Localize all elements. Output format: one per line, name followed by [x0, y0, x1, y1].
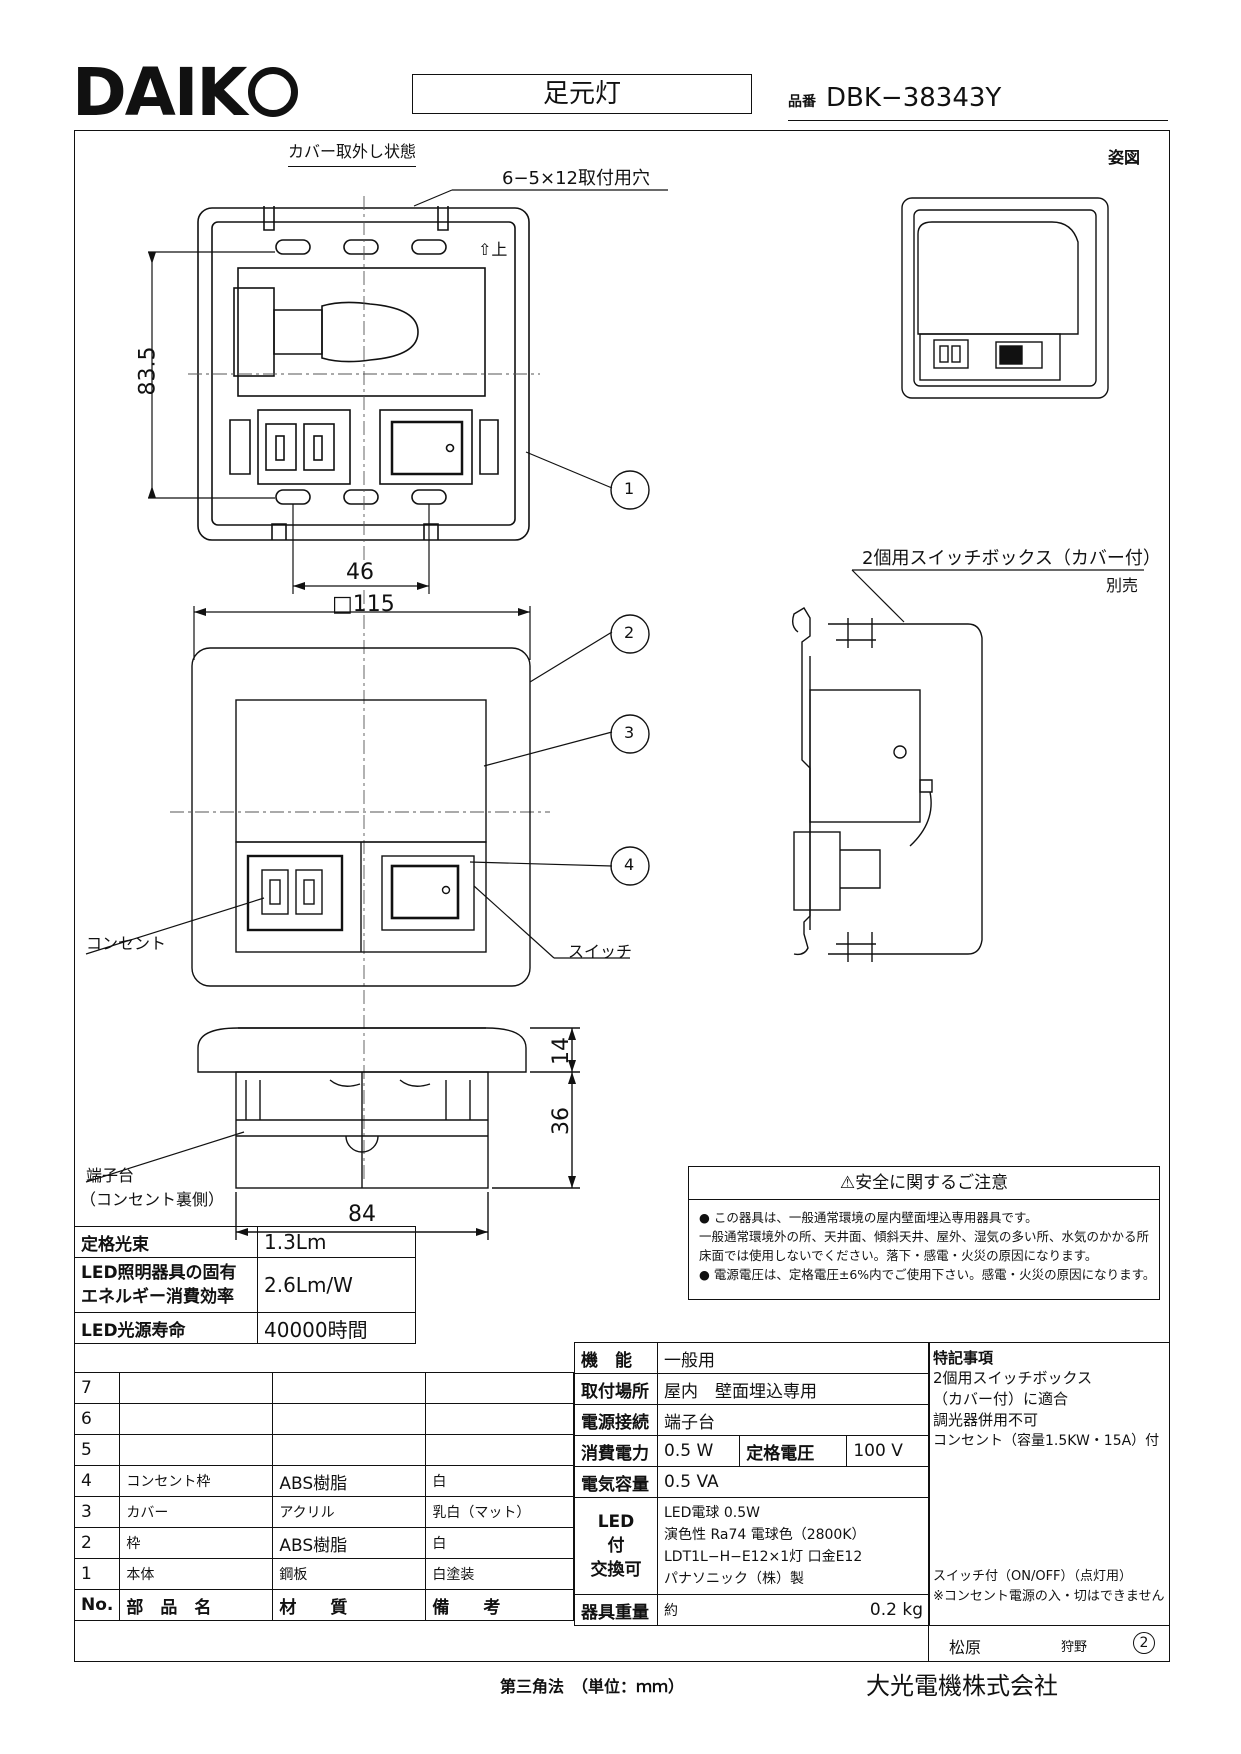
drawing-frame [74, 130, 1170, 1662]
view-label: 姿図 [1108, 148, 1141, 167]
dim-83-5: 83.5 [135, 346, 161, 396]
dim-115: □115 [332, 592, 395, 617]
notice-line: ● この器具は、一般通常環境の屋内壁面埋込専用器具です。 [699, 1210, 1038, 1225]
terminal-label: 端子台 [86, 1166, 135, 1185]
remarks-box: 特記事項 2個用スイッチボックス （カバー付）に適合 調光器併用不可 コンセント… [928, 1342, 1170, 1626]
switch-label: スイッチ [568, 942, 633, 961]
up-mark: ⇧上 [478, 240, 508, 259]
notice-line: 床面では使用しないでください。落下・感電・火災の原因になります。 [699, 1248, 1098, 1263]
dim-14: 14 [549, 1037, 574, 1065]
spec-label: LED光源寿命 [74, 1312, 258, 1344]
table-row: 5 [73, 1434, 574, 1466]
callout-1: 1 [624, 479, 635, 498]
spec-label: 定格光束 [74, 1226, 258, 1258]
spec-value: 40000時間 [257, 1312, 416, 1344]
led-lamp-info: LED電球 0.5W 演色性 Ra74 電球色（2800K） LDT1L−H−E… [657, 1497, 930, 1595]
projection-method: 第三角法 （単位：ｍｍ） [500, 1677, 685, 1696]
dim-36: 36 [549, 1107, 574, 1135]
callout-4: 4 [624, 855, 635, 874]
table-row: 6 [73, 1403, 574, 1435]
logo-sun-icon [247, 67, 298, 117]
product-title: 足元灯 [412, 74, 752, 114]
company-name: 大光電機株式会社 [866, 1672, 1058, 1700]
signature-row: 松原 狩野 2 [928, 1626, 1170, 1662]
sold-separately-label: 別売 [1106, 576, 1139, 595]
notice-line: ● 電源電圧は、定格電圧±6%内でご使用下さい。感電・火災の原因になります。 [699, 1267, 1156, 1282]
dim-46: 46 [346, 560, 374, 585]
notice-line: 一般通常環境外の所、天井面、傾斜天井、屋外、湿気の多い所、水気のかかる所 [699, 1229, 1150, 1244]
callout-3: 3 [624, 723, 635, 742]
safety-notice: ⚠安全に関するご注意 ● この器具は、一般通常環境の屋内壁面埋込専用器具です。 … [688, 1166, 1160, 1300]
table-header: No.部 品 名材 質備 考 [73, 1589, 574, 1621]
spec-label: LED照明器具の固有 エネルギー消費効率 [74, 1257, 258, 1313]
callout-2: 2 [624, 623, 635, 642]
switchbox-label: 2個用スイッチボックス（カバー付） [862, 548, 1161, 569]
outlet-label: コンセント [86, 934, 167, 953]
dim-84: 84 [348, 1202, 376, 1227]
revision-number: 2 [1133, 1632, 1155, 1654]
table-row: 7 [73, 1372, 574, 1404]
spec-value: 2.6Lm/W [257, 1257, 416, 1313]
company-logo: DAIK [72, 60, 298, 126]
mount-holes-label: 6−5×12取付用穴 [502, 168, 650, 189]
spec-value: 1.3Lm [257, 1226, 416, 1258]
terminal-note-label: （コンセント裏側） [80, 1190, 225, 1209]
cover-removed-label: カバー取外し状態 [288, 144, 417, 167]
safety-notice-title: ⚠安全に関するご注意 [689, 1167, 1159, 1200]
